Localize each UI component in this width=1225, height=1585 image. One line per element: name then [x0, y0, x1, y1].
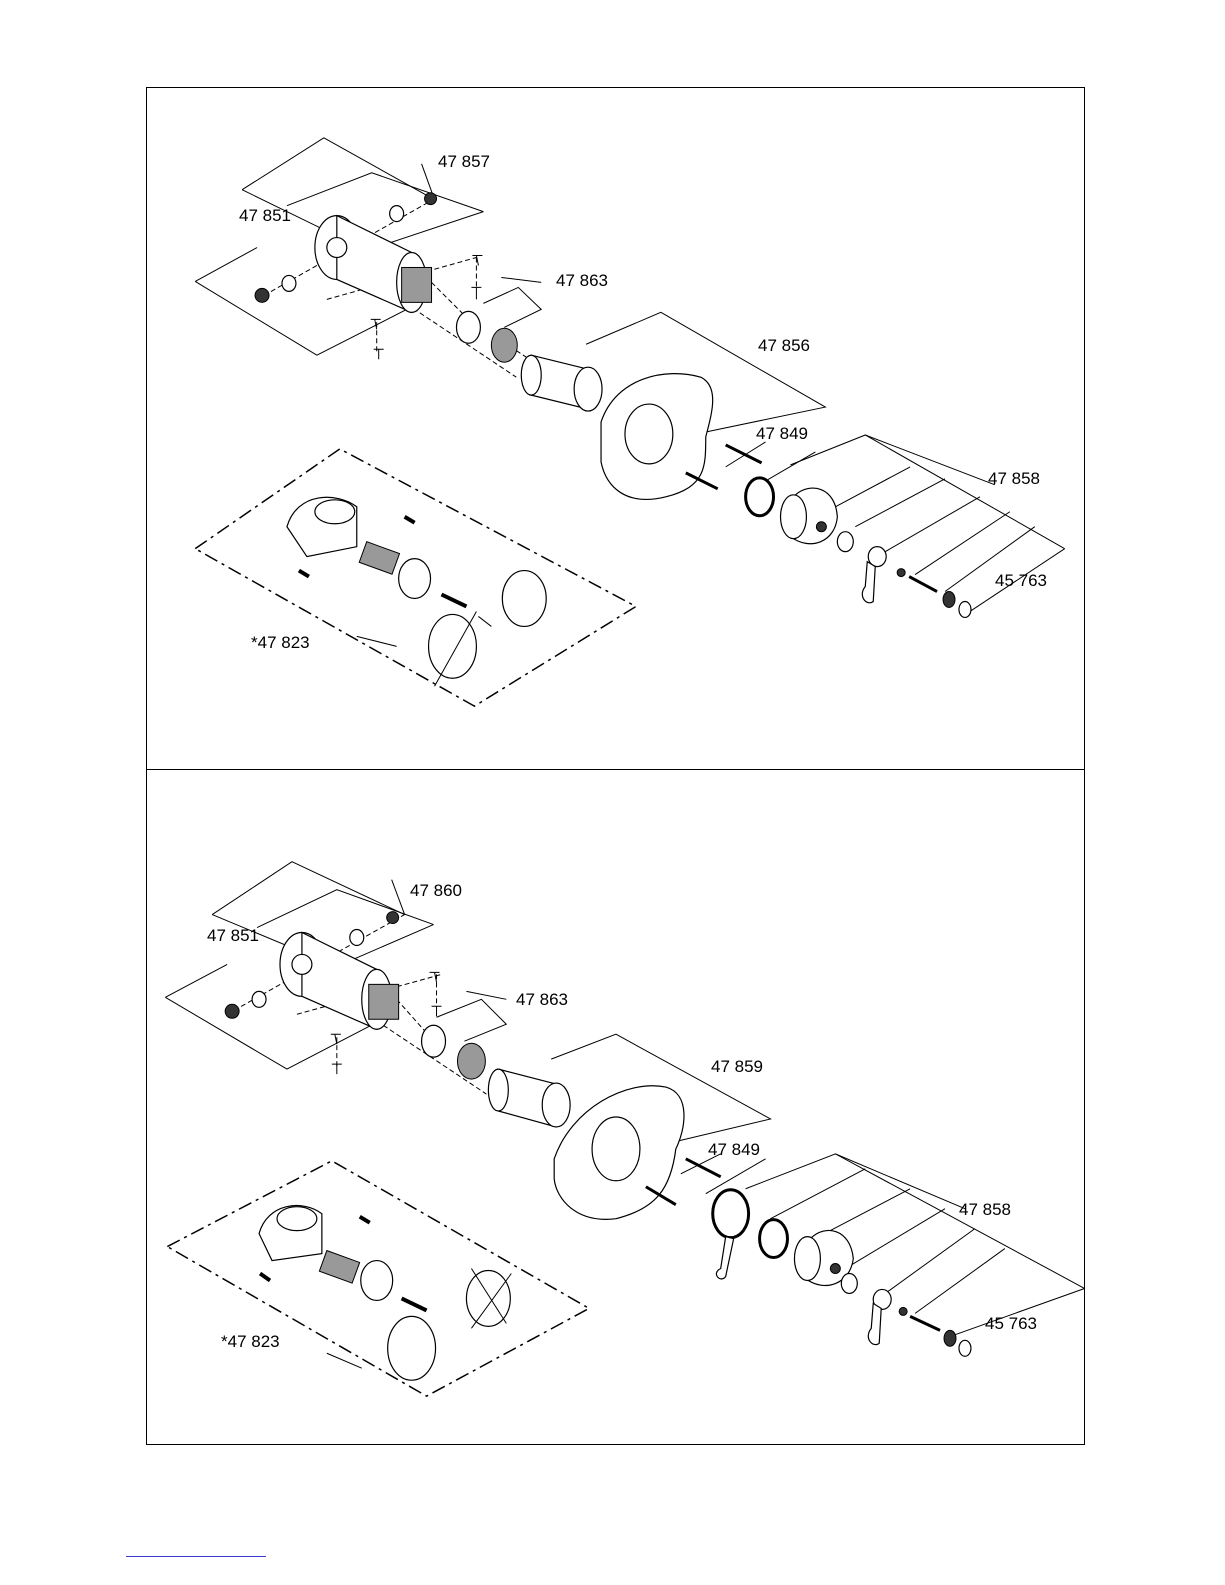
- dome-cover-icon: [781, 488, 838, 544]
- exploded-diagram-top: [147, 88, 1084, 769]
- adapter-icon: [491, 328, 517, 362]
- part-label: 47 851: [239, 207, 291, 224]
- part-label: 47 858: [988, 470, 1040, 487]
- part-label: 47 863: [556, 272, 608, 289]
- nut-icon: [252, 991, 266, 1007]
- ring-icon: [456, 311, 480, 343]
- cap-icon: [225, 1004, 239, 1018]
- part-label: *47 823: [221, 1333, 280, 1350]
- cap-icon: [387, 912, 399, 924]
- kit-ring-icon: [399, 559, 431, 599]
- ring-icon: [422, 1025, 446, 1057]
- kit-ring-icon: [361, 1261, 393, 1301]
- cap-icon: [943, 592, 955, 608]
- bushing-icon: [837, 532, 853, 552]
- footer-link-underline[interactable]: [126, 1556, 266, 1557]
- part-label: 47 860: [410, 882, 462, 899]
- bushing-icon: [841, 1274, 857, 1294]
- sleeve-icon: [488, 1069, 570, 1127]
- kit-cartridge-icon: [359, 542, 399, 575]
- part-label: 47 857: [438, 153, 490, 170]
- kit-sleeve-icon: [466, 1271, 510, 1327]
- kit-pin-icon: [299, 571, 309, 577]
- kit-cartridge-housing-icon: [287, 497, 357, 556]
- part-label: 47 859: [711, 1058, 763, 1075]
- cap-icon: [425, 193, 437, 205]
- o-ring-icon: [760, 1220, 788, 1258]
- kit-cartridge-icon: [319, 1251, 359, 1284]
- nut-icon: [282, 275, 296, 291]
- kit-sleeve-icon: [388, 1316, 436, 1380]
- kit-pin-icon: [360, 1217, 370, 1223]
- kit-pin-icon: [260, 1274, 270, 1281]
- kit-pin-icon: [442, 595, 467, 607]
- part-label: 45 763: [995, 572, 1047, 589]
- button-cap-icon: [959, 1340, 971, 1356]
- sleeve-icon: [521, 355, 602, 411]
- part-label: 47 849: [756, 425, 808, 442]
- exploded-view-panel-top: 47 857 47 851 47 863 47 856 47 849 47 85…: [146, 87, 1085, 770]
- part-label: 47 851: [207, 927, 259, 944]
- kit-pin-icon: [405, 517, 415, 523]
- lever-handle-icon: [868, 1289, 891, 1344]
- temperature-knob-icon: [713, 1190, 749, 1279]
- part-label: 47 856: [758, 337, 810, 354]
- part-label: *47 823: [251, 634, 310, 651]
- part-label: 47 858: [959, 1201, 1011, 1218]
- exploded-diagram-bottom: [147, 770, 1084, 1444]
- washer-icon: [899, 1307, 907, 1315]
- adapter-icon: [457, 1043, 485, 1079]
- o-ring-icon: [746, 478, 774, 516]
- part-label: 47 849: [708, 1141, 760, 1158]
- cap-icon: [255, 288, 269, 302]
- cap-icon: [944, 1330, 956, 1346]
- part-label: 45 763: [985, 1315, 1037, 1332]
- escutcheon-plate-icon: [601, 374, 713, 500]
- washer-icon: [897, 569, 905, 577]
- button-cap-icon: [959, 601, 971, 617]
- nut-icon: [350, 930, 364, 946]
- part-label: 47 863: [516, 991, 568, 1008]
- exploded-view-panel-bottom: 47 860 47 851 47 863 47 859 47 849 47 85…: [146, 769, 1085, 1445]
- lever-handle-icon: [862, 547, 886, 603]
- kit-sleeve-icon: [502, 571, 546, 627]
- valve-body-icon: [315, 216, 432, 313]
- kit-pin-icon: [402, 1298, 427, 1310]
- nut-icon: [390, 206, 404, 222]
- kit-cartridge-housing-icon: [259, 1206, 322, 1261]
